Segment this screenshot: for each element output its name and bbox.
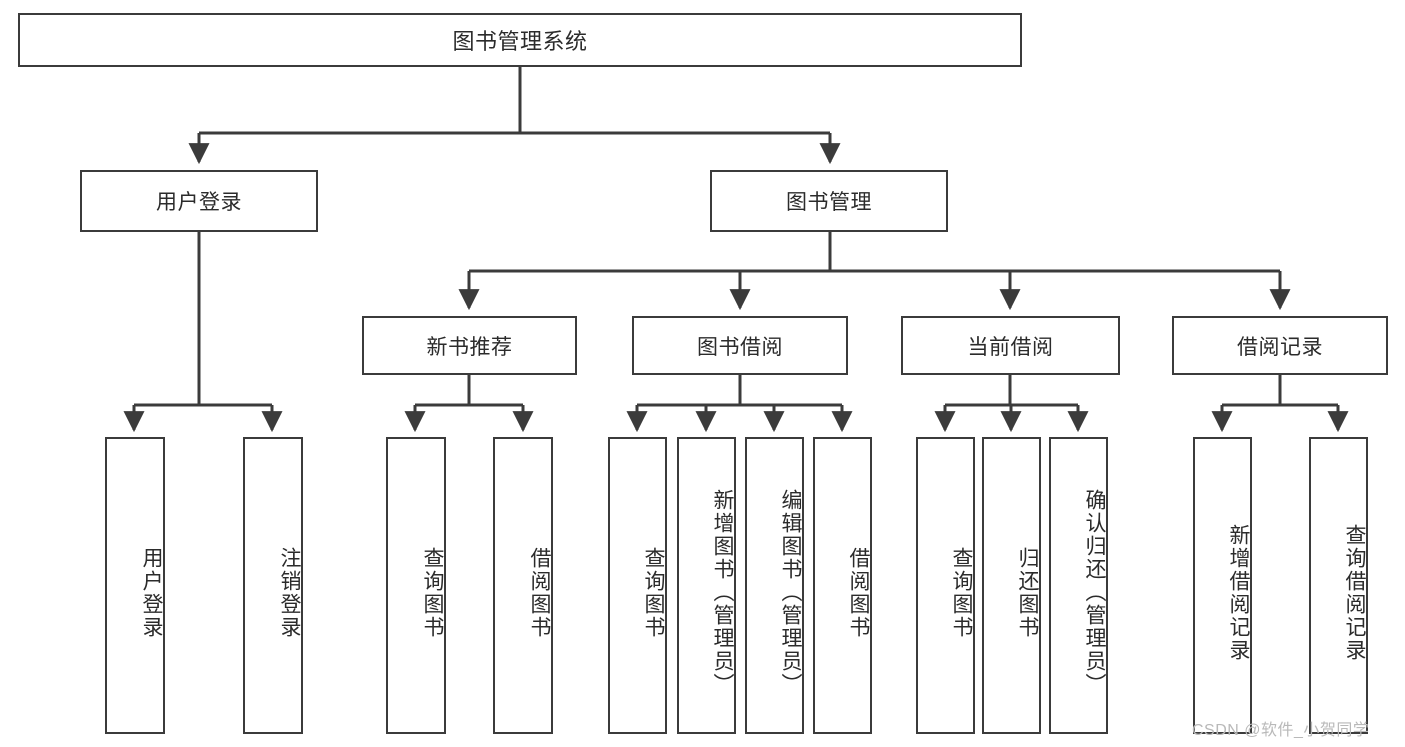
leaf-return-book[interactable]: 归还图书 bbox=[982, 437, 1041, 734]
node-new-book-recommend[interactable]: 新书推荐 bbox=[362, 316, 577, 375]
leaf-add-borrow-record[interactable]: 新增借阅记录 bbox=[1193, 437, 1252, 734]
node-borrow-record[interactable]: 借阅记录 bbox=[1172, 316, 1388, 375]
leaf-query-book-current[interactable]: 查询图书 bbox=[916, 437, 975, 734]
leaf-logout-login[interactable]: 注销登录 bbox=[243, 437, 303, 734]
node-current-borrow[interactable]: 当前借阅 bbox=[901, 316, 1120, 375]
leaf-add-book-admin[interactable]: 新增图书（管理员） bbox=[677, 437, 736, 734]
node-root-system[interactable]: 图书管理系统 bbox=[18, 13, 1022, 67]
leaf-query-borrow-record[interactable]: 查询借阅记录 bbox=[1309, 437, 1368, 734]
node-book-management[interactable]: 图书管理 bbox=[710, 170, 948, 232]
leaf-user-login[interactable]: 用户登录 bbox=[105, 437, 165, 734]
leaf-borrow-book-recommend[interactable]: 借阅图书 bbox=[493, 437, 553, 734]
leaf-confirm-return-admin[interactable]: 确认归还（管理员） bbox=[1049, 437, 1108, 734]
leaf-borrow-book-borrow[interactable]: 借阅图书 bbox=[813, 437, 872, 734]
leaf-query-book-borrow[interactable]: 查询图书 bbox=[608, 437, 667, 734]
leaf-edit-book-admin[interactable]: 编辑图书（管理员） bbox=[745, 437, 804, 734]
node-book-borrow[interactable]: 图书借阅 bbox=[632, 316, 848, 375]
node-user-login[interactable]: 用户登录 bbox=[80, 170, 318, 232]
leaf-query-book-recommend[interactable]: 查询图书 bbox=[386, 437, 446, 734]
csdn-watermark: CSDN @软件_小贺同学 bbox=[1192, 722, 1370, 739]
